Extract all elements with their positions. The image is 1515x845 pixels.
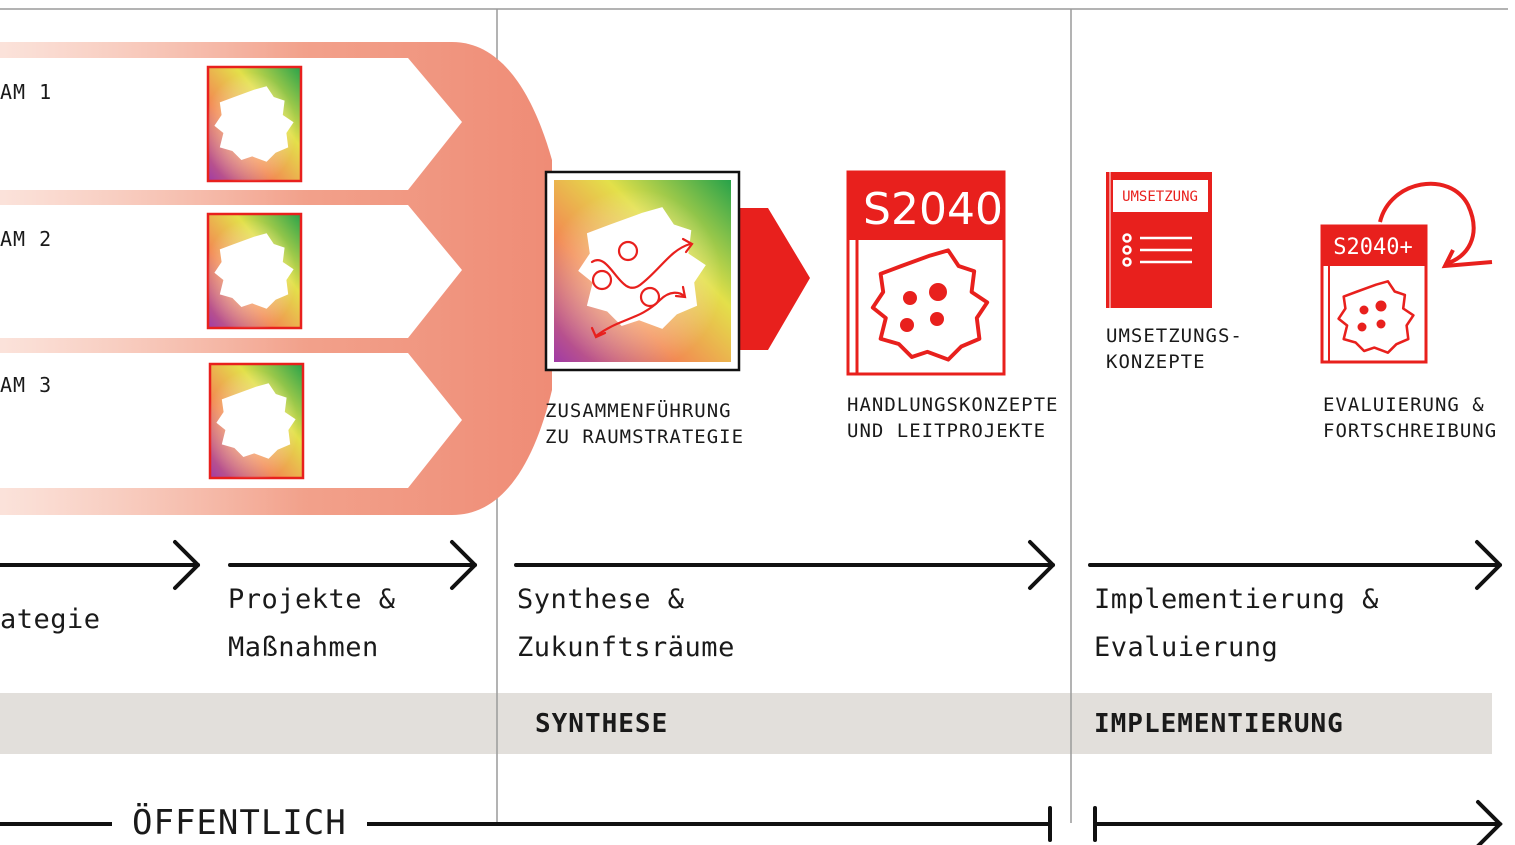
team-3-map-tile [208,362,305,480]
phase-band [0,693,1492,754]
s2040-book: S2040 [846,170,1006,376]
cycle-arrow-icon [1378,181,1476,266]
team-2-label: AM 2 [0,227,53,251]
list-icon [1122,233,1192,267]
synthesis-caption: ZUSAMMENFÜHRUNG ZU RAUMSTRATEGIE [545,400,745,448]
team-1-map-tile [206,65,303,183]
band-synthese-label: SYNTHESE [535,709,669,739]
team-1-label: AM 1 [0,80,53,104]
band-implementierung-label: IMPLEMENTIERUNG [1094,709,1344,739]
phase-strategy-label: ategie [0,604,101,635]
umsetzung-book-label: UMSETZUNG [1122,189,1198,205]
s2040-plus-title: S2040+ [1333,235,1412,260]
synthesis-arrow [735,208,810,350]
phase-projects-label: Projekte & Maßnahmen [228,584,396,663]
public-label: ÖFFENTLICH [112,803,367,843]
s2040-plus-book: S2040+ [1320,181,1493,364]
implementation-caption: UMSETZUNGS- KONZEPTE [1106,325,1243,373]
evaluation-caption: EVALUIERUNG & FORTSCHREIBUNG [1323,394,1498,442]
team-2-map-tile [206,212,303,330]
project-dots-icon [900,283,947,332]
phase-implementation-label: Implementierung & Evaluierung [1094,584,1379,663]
flow-arrows-icon [590,237,694,339]
timeline-arrows [0,540,1502,590]
s2040-title: S2040 [863,184,1003,235]
s2040-caption: HANDLUNGSKONZEPTE UND LEITPROJEKTE [847,394,1059,442]
synthesis-map-tile [544,170,741,372]
umsetzung-book: UMSETZUNG [1106,172,1212,308]
phase-synthesis-label: Synthese & Zukunftsräume [517,584,735,663]
team-3-label: AM 3 [0,373,53,397]
